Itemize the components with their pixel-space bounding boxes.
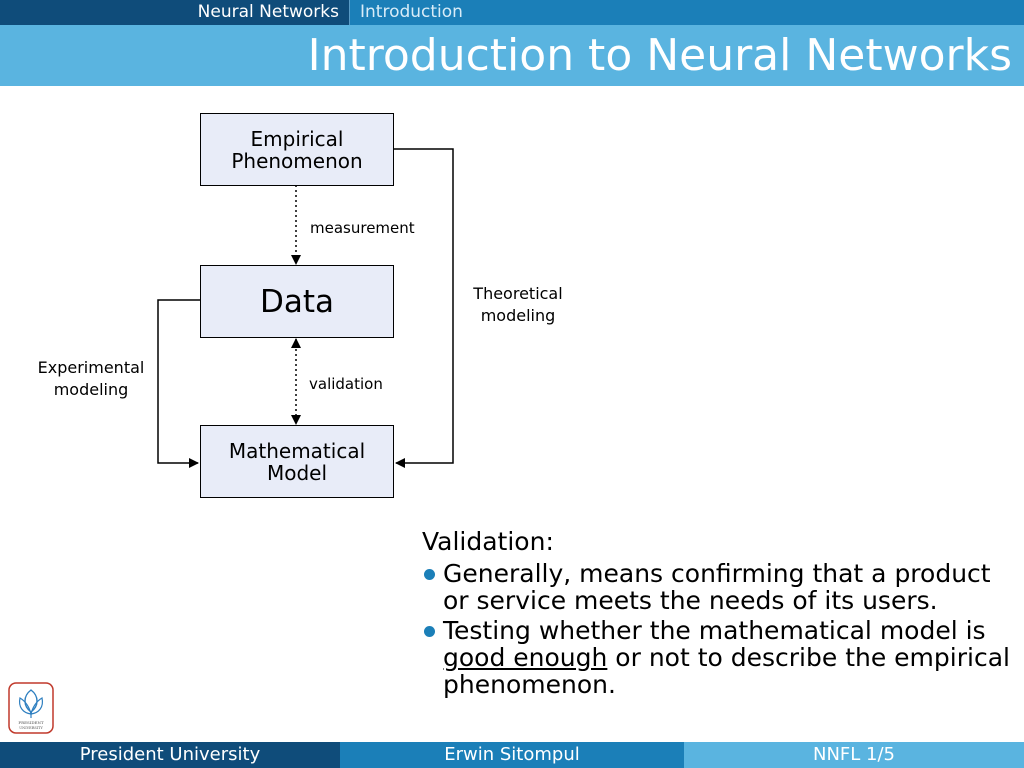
mathematical-model-box: Mathematical Model: [200, 425, 394, 498]
bullet-list: Generally, means confirming that a produ…: [422, 560, 1012, 698]
footer-bar: President University Erwin Sitompul NNFL…: [0, 742, 1024, 768]
bullet-dot-icon: [424, 626, 435, 637]
footer-page-number: NNFL 1/5: [684, 742, 1024, 768]
president-university-logo-icon: PRESIDENT UNIVERSITY: [8, 682, 54, 734]
footer-institution: President University: [0, 742, 340, 768]
model-line-2: Model: [266, 460, 328, 485]
empirical-line-2: Phenomenon: [231, 148, 363, 173]
slide-title: Introduction to Neural Networks: [307, 30, 1012, 81]
experimental-line-2: modeling: [53, 380, 129, 399]
experimental-modeling-label: Experimental modeling: [22, 357, 160, 401]
model-line-1: Mathematical: [228, 438, 366, 463]
experimental-modeling-arrow: [157, 299, 200, 468]
theoretical-modeling-arrow: [393, 148, 454, 468]
svg-text:UNIVERSITY: UNIVERSITY: [19, 726, 43, 730]
bullet-item: Testing whether the mathematical model i…: [422, 617, 1012, 698]
validation-heading: Validation:: [422, 527, 554, 556]
nav-subsection-link[interactable]: Introduction: [350, 0, 1024, 25]
measurement-label: measurement: [310, 219, 415, 237]
bullet-text: Generally, means confirming that a produ…: [443, 559, 991, 615]
theoretical-line-2: modeling: [480, 306, 556, 325]
data-box: Data: [200, 265, 394, 338]
bullet-item: Generally, means confirming that a produ…: [422, 560, 1012, 614]
top-nav-bar: Neural Networks Introduction: [0, 0, 1024, 25]
svg-text:PRESIDENT: PRESIDENT: [18, 720, 44, 725]
bullet-text-after: or not to describe the empirical phenome…: [443, 643, 1010, 699]
title-bar: Introduction to Neural Networks: [0, 25, 1024, 86]
modeling-diagram: Empirical Phenomenon Data Mathematical M…: [0, 86, 1024, 516]
empirical-line-1: Empirical: [250, 126, 344, 151]
theoretical-line-1: Theoretical: [473, 284, 563, 303]
validation-label: validation: [309, 375, 383, 393]
experimental-line-1: Experimental: [37, 358, 145, 377]
bullet-text-before: Testing whether the mathematical model i…: [443, 616, 986, 645]
bullet-underlined-text: good enough: [443, 643, 608, 672]
empirical-phenomenon-box: Empirical Phenomenon: [200, 113, 394, 186]
bullet-dot-icon: [424, 569, 435, 580]
data-label: Data: [259, 283, 335, 320]
diagram-connectors: [157, 148, 454, 468]
theoretical-modeling-label: Theoretical modeling: [458, 283, 578, 327]
validation-notes: Validation: Generally, means confirming …: [422, 527, 1012, 698]
footer-author: Erwin Sitompul: [340, 742, 684, 768]
nav-section-link[interactable]: Neural Networks: [0, 0, 350, 25]
